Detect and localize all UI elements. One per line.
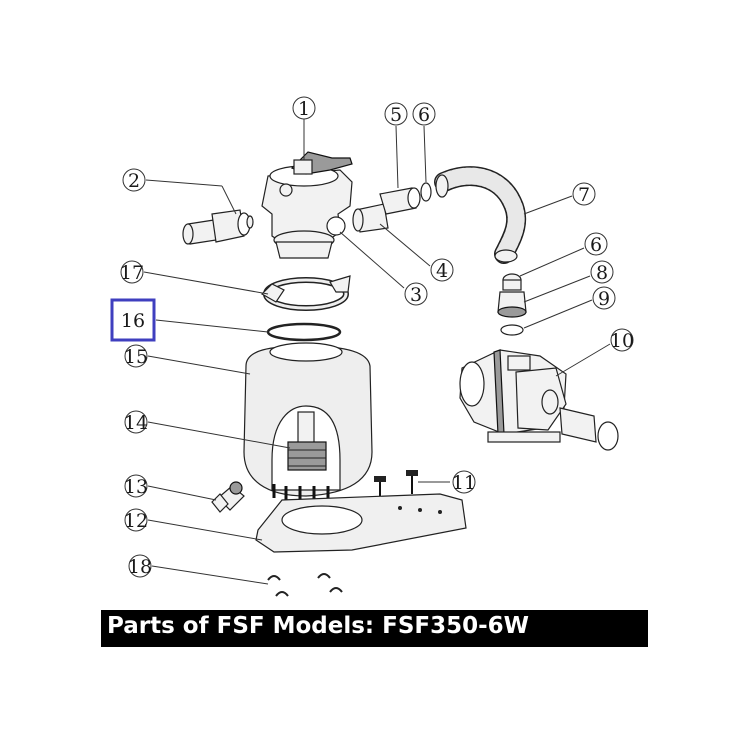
- callout-4: 4: [436, 260, 448, 282]
- caption-text: Parts of FSF Models: FSF350-6W: [107, 613, 530, 639]
- callout-9: 9: [598, 288, 610, 310]
- union-nut-part-5: [379, 187, 421, 215]
- base-plate-part-12: [255, 493, 467, 553]
- callout-11: 11: [452, 472, 476, 494]
- o-ring-part-16: [266, 322, 342, 342]
- callout-13: 13: [124, 476, 148, 498]
- clamp-ring-part-17: [261, 275, 351, 311]
- callout-3: 3: [410, 284, 422, 306]
- union-connector-part-2: [182, 209, 254, 245]
- caption-bar: Parts of FSF Models: FSF350-6W: [101, 610, 648, 647]
- highlight-box: [110, 298, 156, 342]
- multiport-valve-part-1: [261, 151, 353, 259]
- union-connector-part-4: [352, 203, 389, 233]
- pump-part-10: [459, 349, 619, 451]
- clips-part-18: [267, 573, 343, 597]
- o-ring-part-6-upper: [420, 182, 432, 202]
- callout-10: 10: [610, 330, 634, 352]
- fitting-parts-6-8-9: [497, 273, 527, 336]
- callout-12: 12: [124, 510, 148, 532]
- callout-2: 2: [128, 170, 140, 192]
- callout-14: 14: [124, 412, 148, 434]
- callout-16: 16: [121, 310, 145, 332]
- callout-5: 5: [390, 104, 402, 126]
- callout-15: 15: [124, 346, 148, 368]
- callout-6-upper: 6: [418, 104, 430, 126]
- flexible-hose-part-7: [434, 166, 527, 264]
- callout-1: 1: [298, 98, 310, 120]
- callout-7: 7: [578, 184, 590, 206]
- callout-18: 18: [128, 556, 152, 578]
- drain-plug-part-13: [211, 481, 245, 513]
- callout-8: 8: [596, 262, 608, 284]
- callout-17: 17: [120, 262, 144, 284]
- callout-6-lower: 6: [590, 234, 602, 256]
